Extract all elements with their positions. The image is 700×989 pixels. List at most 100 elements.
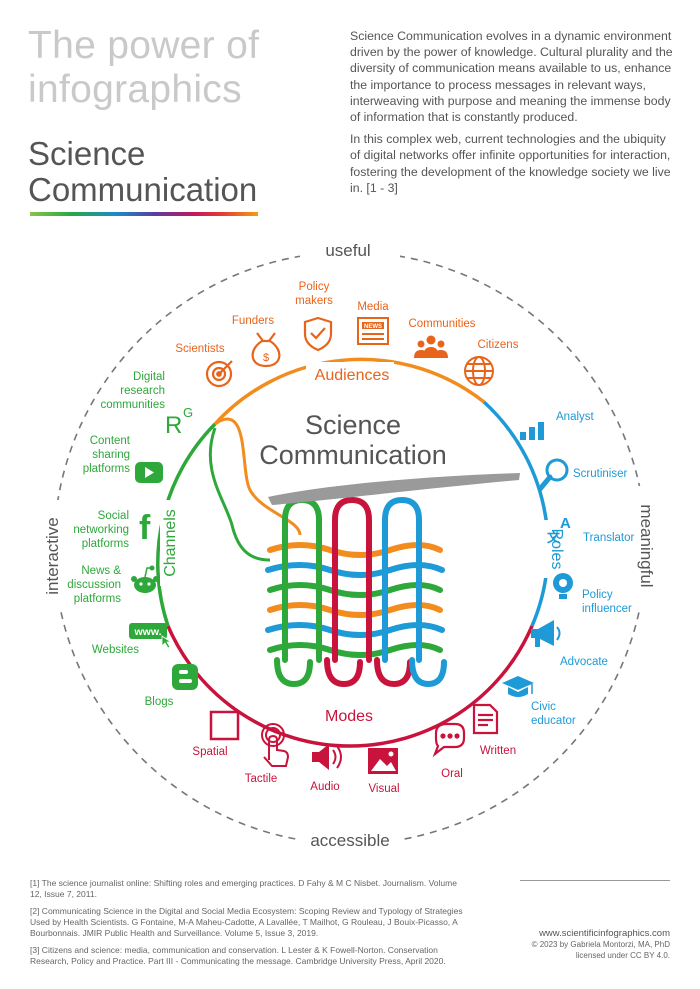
center-title-line2: Communication [259, 440, 447, 470]
arc-label-roles: Roles [548, 529, 565, 570]
magnifier-icon [537, 458, 569, 492]
knitted-fabric [265, 496, 447, 688]
shield-check-icon [303, 316, 333, 352]
arc-label-modes: Modes [325, 708, 373, 725]
audience-label: Media [357, 301, 389, 313]
target-icon [205, 360, 233, 388]
megaphone-icon [531, 620, 561, 647]
svg-text:$: $ [263, 352, 269, 364]
knitting-needle [268, 473, 520, 505]
role-label-line1: Civic [531, 701, 556, 713]
reference-2: [2] Communicating Science in the Digital… [30, 906, 463, 938]
svg-text:文: 文 [547, 530, 561, 545]
outer-word-left: interactive [43, 517, 62, 594]
svg-text:R: R [165, 412, 182, 439]
channel-label: Websites [92, 644, 139, 656]
channel-label-line1: Content [90, 435, 131, 447]
mode-label: Tactile [245, 773, 278, 785]
role-policy-influencer: Policy influencer [553, 573, 632, 615]
footer-credit: www.scientificinfographics.com © 2023 by… [520, 928, 670, 961]
references: [1] The science journalist online: Shift… [30, 878, 470, 973]
researchgate-icon: R G [165, 405, 193, 439]
translate-icon: A 文 [547, 515, 571, 545]
outer-word-bottom: accessible [310, 831, 389, 850]
audience-label: Funders [232, 315, 274, 327]
svg-text:NEWS: NEWS [364, 324, 382, 330]
touch-hand-icon [261, 723, 290, 767]
intro-text: Science Communication evolves in a dynam… [350, 28, 676, 202]
role-label: Advocate [560, 656, 608, 668]
audience-funders: $ Funders [232, 315, 281, 368]
money-bag-icon: $ [251, 332, 281, 368]
mode-visual: Visual [368, 748, 400, 795]
channel-label-line2: networking [73, 524, 129, 536]
channel-digital-research-communities: R G Digital research communities [100, 371, 193, 439]
science-communication-diagram: useful accessible interactive meaningful… [43, 241, 656, 850]
audience-citizens: Citizens [464, 339, 519, 386]
audience-label-line2: makers [295, 295, 333, 307]
green-yarn-tail [208, 427, 271, 562]
channel-label-line1: Digital [133, 371, 165, 383]
orange-yarn-tail [214, 417, 302, 536]
channel-news-discussion-platforms: News & discussion platforms [67, 565, 159, 605]
mode-spatial: Spatial [192, 710, 240, 758]
role-label-line1: Policy [582, 589, 613, 601]
role-translator: A 文 Translator [547, 515, 635, 545]
speech-bubble-icon [432, 722, 466, 758]
license: licensed under CC BY 4.0. [575, 951, 670, 960]
modes-arc [166, 625, 534, 748]
channel-label-line3: platforms [74, 593, 122, 605]
audience-label: Communities [408, 318, 475, 330]
audience-label: Citizens [478, 339, 519, 351]
role-scrutiniser: Scrutiniser [537, 458, 627, 492]
page-subtitle: Science Communication [28, 135, 258, 208]
channel-label-line2: sharing [92, 449, 130, 461]
role-label-line2: influencer [582, 603, 632, 615]
channel-content-sharing-platforms: Content sharing platforms [83, 435, 163, 483]
roles-arc [482, 400, 550, 627]
footer-divider [520, 880, 670, 881]
mode-label: Visual [368, 783, 399, 795]
channel-label-line3: platforms [83, 463, 131, 475]
image-icon [368, 748, 398, 774]
outer-word-right: meaningful [637, 504, 656, 587]
channel-label-line3: communities [100, 399, 165, 411]
www-icon: www. [129, 623, 173, 649]
channel-label-line1: News & [81, 565, 121, 577]
mode-audio: Audio [310, 744, 342, 793]
bar-chart-icon [520, 422, 544, 440]
role-advocate: Advocate [531, 620, 608, 668]
rainbow-divider [30, 212, 258, 216]
newspaper-icon: NEWS [357, 317, 389, 345]
svg-text:G: G [183, 405, 193, 420]
audience-media: NEWS Media [357, 301, 389, 345]
audience-label-line1: Policy [299, 281, 330, 293]
document-icon [472, 703, 499, 735]
channel-label-line2: research [120, 385, 165, 397]
page-title: The power of infographics [28, 24, 260, 111]
channel-blogs: Blogs [145, 664, 198, 708]
square-icon [209, 710, 240, 741]
intro-paragraph-2: In this complex web, current technologie… [350, 132, 671, 195]
arc-label-audiences: Audiences [315, 367, 390, 384]
center-title-line1: Science [305, 410, 401, 440]
role-label: Scrutiniser [573, 468, 627, 480]
reference-1: [1] The science journalist online: Shift… [30, 878, 457, 899]
mode-label: Oral [441, 768, 463, 780]
role-label: Translator [583, 532, 635, 544]
reddit-icon [131, 565, 159, 593]
website-link[interactable]: www.scientificinfographics.com [539, 928, 670, 939]
channel-label-line2: discussion [67, 579, 121, 591]
channel-label-line1: Social [98, 510, 129, 522]
arc-label-channels: Channels [162, 509, 179, 577]
mode-tactile: Tactile [245, 723, 290, 785]
mode-label: Audio [310, 781, 339, 793]
outer-word-top: useful [325, 241, 370, 260]
channel-label-line3: platforms [82, 538, 130, 550]
audience-label: Scientists [175, 343, 224, 355]
svg-text:www.: www. [133, 626, 161, 638]
audience-policy-makers: Policy makers [295, 281, 333, 352]
globe-icon [464, 356, 494, 386]
reference-3: [3] Citizens and science: media, communi… [30, 945, 446, 966]
channel-social-networking-platforms: f Social networking platforms [73, 509, 151, 550]
